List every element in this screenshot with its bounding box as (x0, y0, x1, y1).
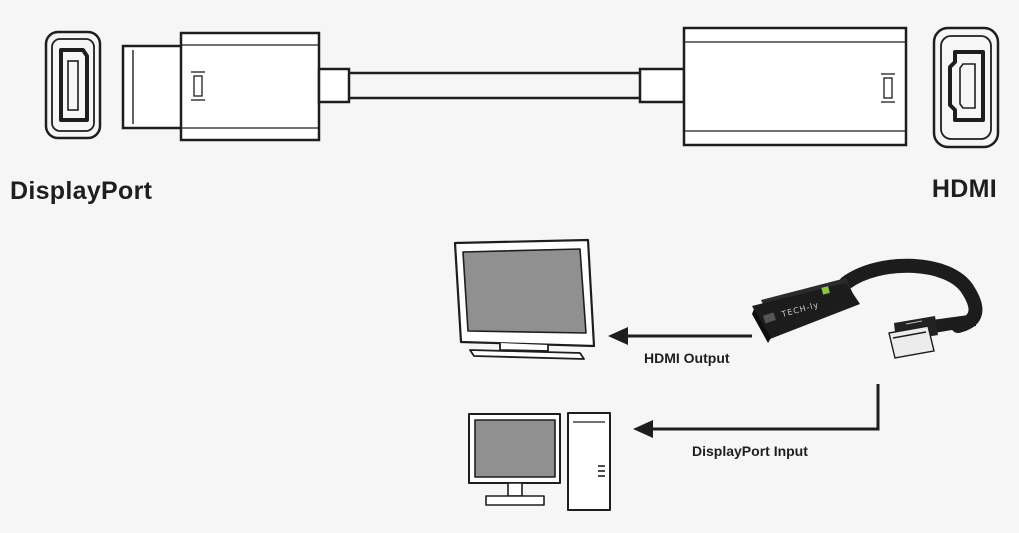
displayport-input-label: DisplayPort Input (692, 443, 808, 459)
hdmi-output-label: HDMI Output (644, 350, 730, 366)
adapter-photo-icon: TECH-ly (752, 258, 983, 359)
monitor-icon (453, 238, 596, 360)
displayport-label: DisplayPort (10, 177, 153, 205)
hdmi-port-icon (932, 26, 1000, 149)
hdmi-label: HDMI (931, 175, 997, 203)
hdmi-plug-icon (638, 26, 908, 147)
arrow-left-icon (608, 327, 752, 345)
arrow-left-icon (633, 384, 880, 438)
cable-icon (349, 71, 640, 100)
displayport-plug-icon (121, 31, 351, 142)
displayport-port-icon (44, 30, 102, 140)
desktop-computer-icon (468, 412, 611, 511)
